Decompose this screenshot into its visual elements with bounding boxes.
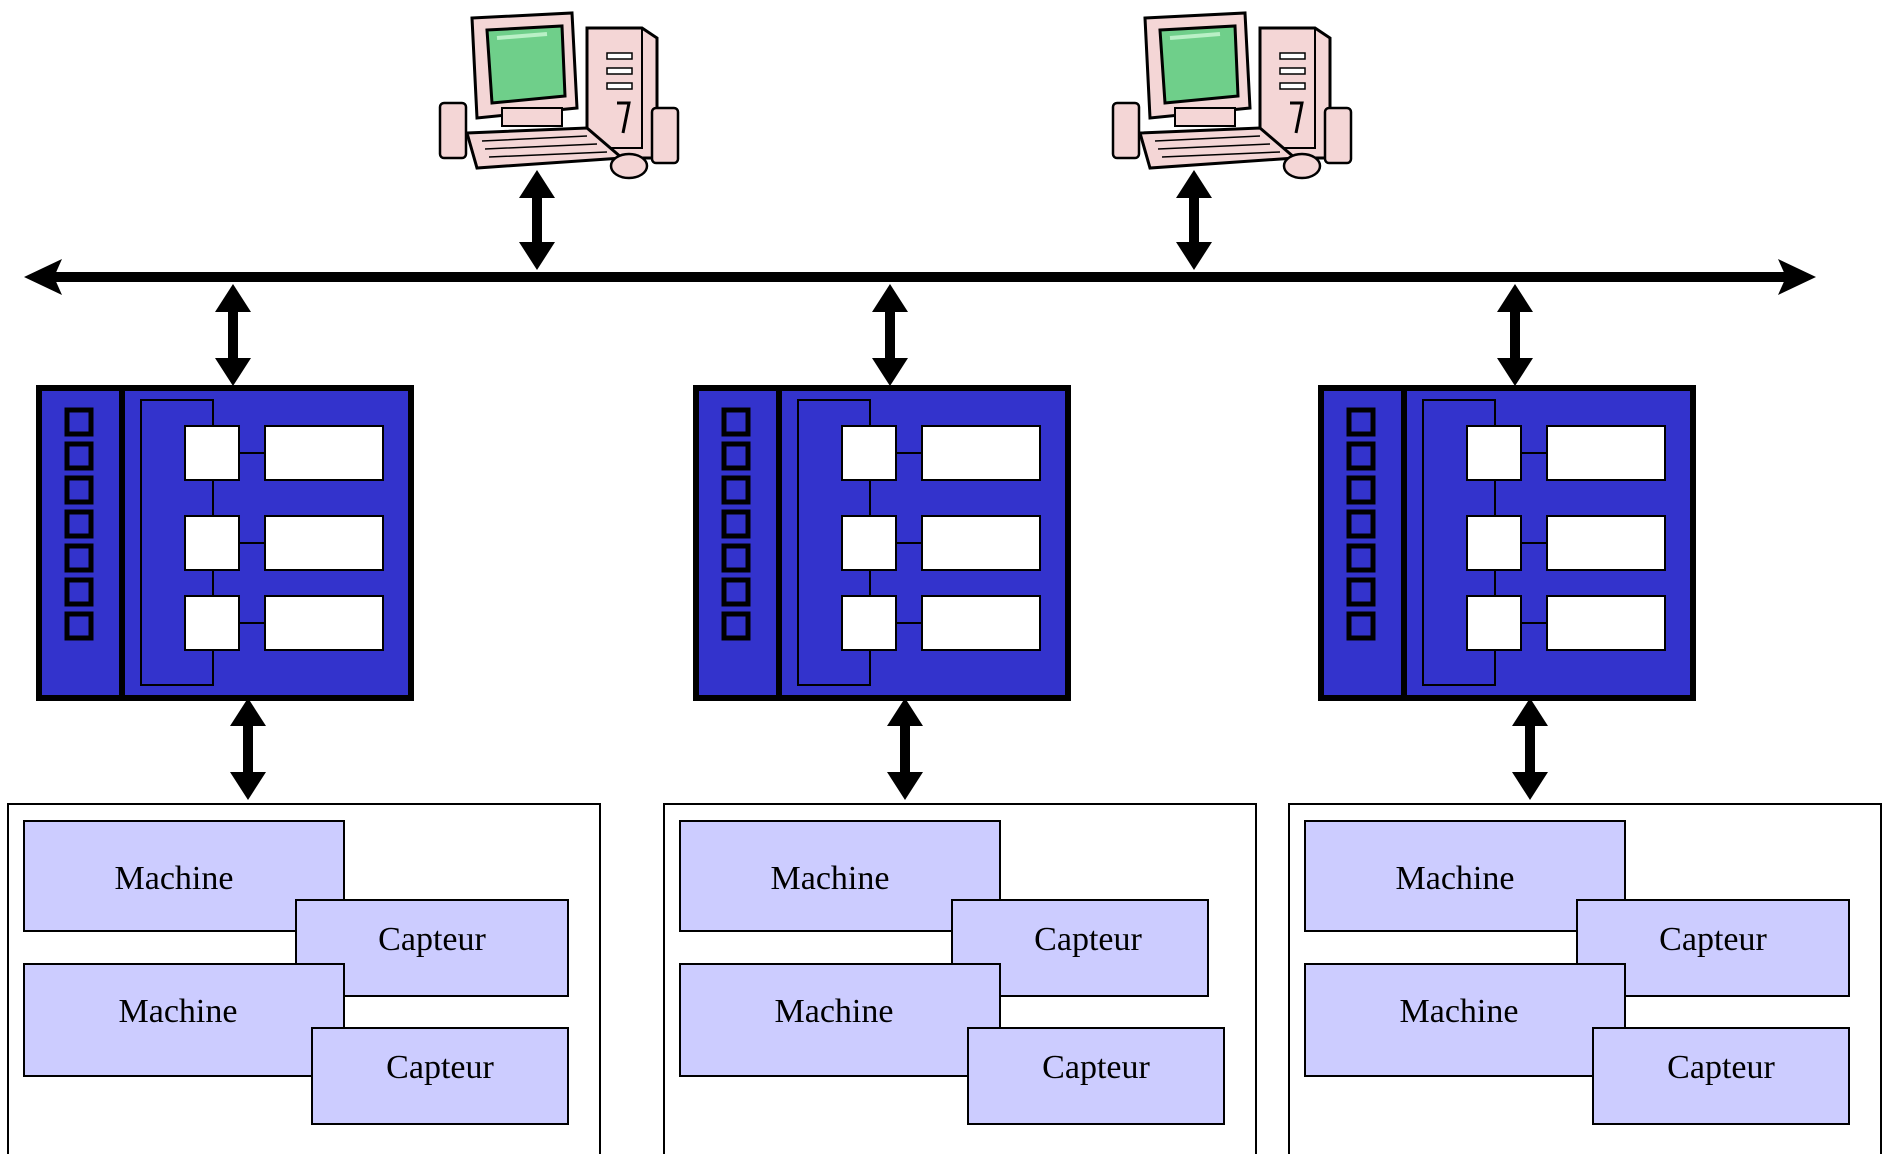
sensor-box-2: Capteur xyxy=(967,1027,1225,1125)
plc-3 xyxy=(1321,388,1693,698)
workstation-1 xyxy=(438,11,680,180)
machine-box-2: Machine xyxy=(1304,963,1626,1077)
machine-label: Machine xyxy=(1400,993,1519,1030)
sensor-label: Capteur xyxy=(378,921,486,958)
plc-icon xyxy=(696,388,1068,698)
cell-2: Machine Capteur Machine Capteur xyxy=(663,803,1257,1154)
sensor-label: Capteur xyxy=(1659,921,1767,958)
cell-1: Machine Capteur Machine Capteur xyxy=(7,803,601,1154)
sensor-label: Capteur xyxy=(1034,921,1142,958)
machine-label: Machine xyxy=(775,993,894,1030)
computer-icon xyxy=(438,11,680,180)
arrow-plc-1-cell xyxy=(230,698,266,800)
sensor-box-2: Capteur xyxy=(1592,1027,1850,1125)
plc-icon xyxy=(1321,388,1693,698)
machine-box-1: Machine xyxy=(679,820,1001,932)
machine-box-1: Machine xyxy=(23,820,345,932)
network-bus xyxy=(24,259,1816,295)
cell-3: Machine Capteur Machine Capteur xyxy=(1288,803,1882,1154)
workstation-2 xyxy=(1111,11,1353,180)
plc-2 xyxy=(696,388,1068,698)
arrow-bus-plc-2 xyxy=(872,284,908,386)
sensor-label: Capteur xyxy=(1042,1049,1150,1086)
machine-label: Machine xyxy=(1396,860,1515,897)
machine-label: Machine xyxy=(115,860,234,897)
machine-label: Machine xyxy=(119,993,238,1030)
arrow-workstation-2-bus xyxy=(1176,170,1212,270)
arrow-bus-plc-1 xyxy=(215,284,251,386)
sensor-label: Capteur xyxy=(386,1049,494,1086)
arrow-plc-2-cell xyxy=(887,698,923,800)
machine-label: Machine xyxy=(771,860,890,897)
arrow-plc-3-cell xyxy=(1512,698,1548,800)
machine-box-2: Machine xyxy=(23,963,345,1077)
plc-1 xyxy=(39,388,411,698)
arrow-bus-plc-3 xyxy=(1497,284,1533,386)
computer-icon xyxy=(1111,11,1353,180)
machine-box-1: Machine xyxy=(1304,820,1626,932)
plc-icon xyxy=(39,388,411,698)
machine-box-2: Machine xyxy=(679,963,1001,1077)
sensor-box-2: Capteur xyxy=(311,1027,569,1125)
sensor-label: Capteur xyxy=(1667,1049,1775,1086)
arrow-workstation-1-bus xyxy=(519,170,555,270)
